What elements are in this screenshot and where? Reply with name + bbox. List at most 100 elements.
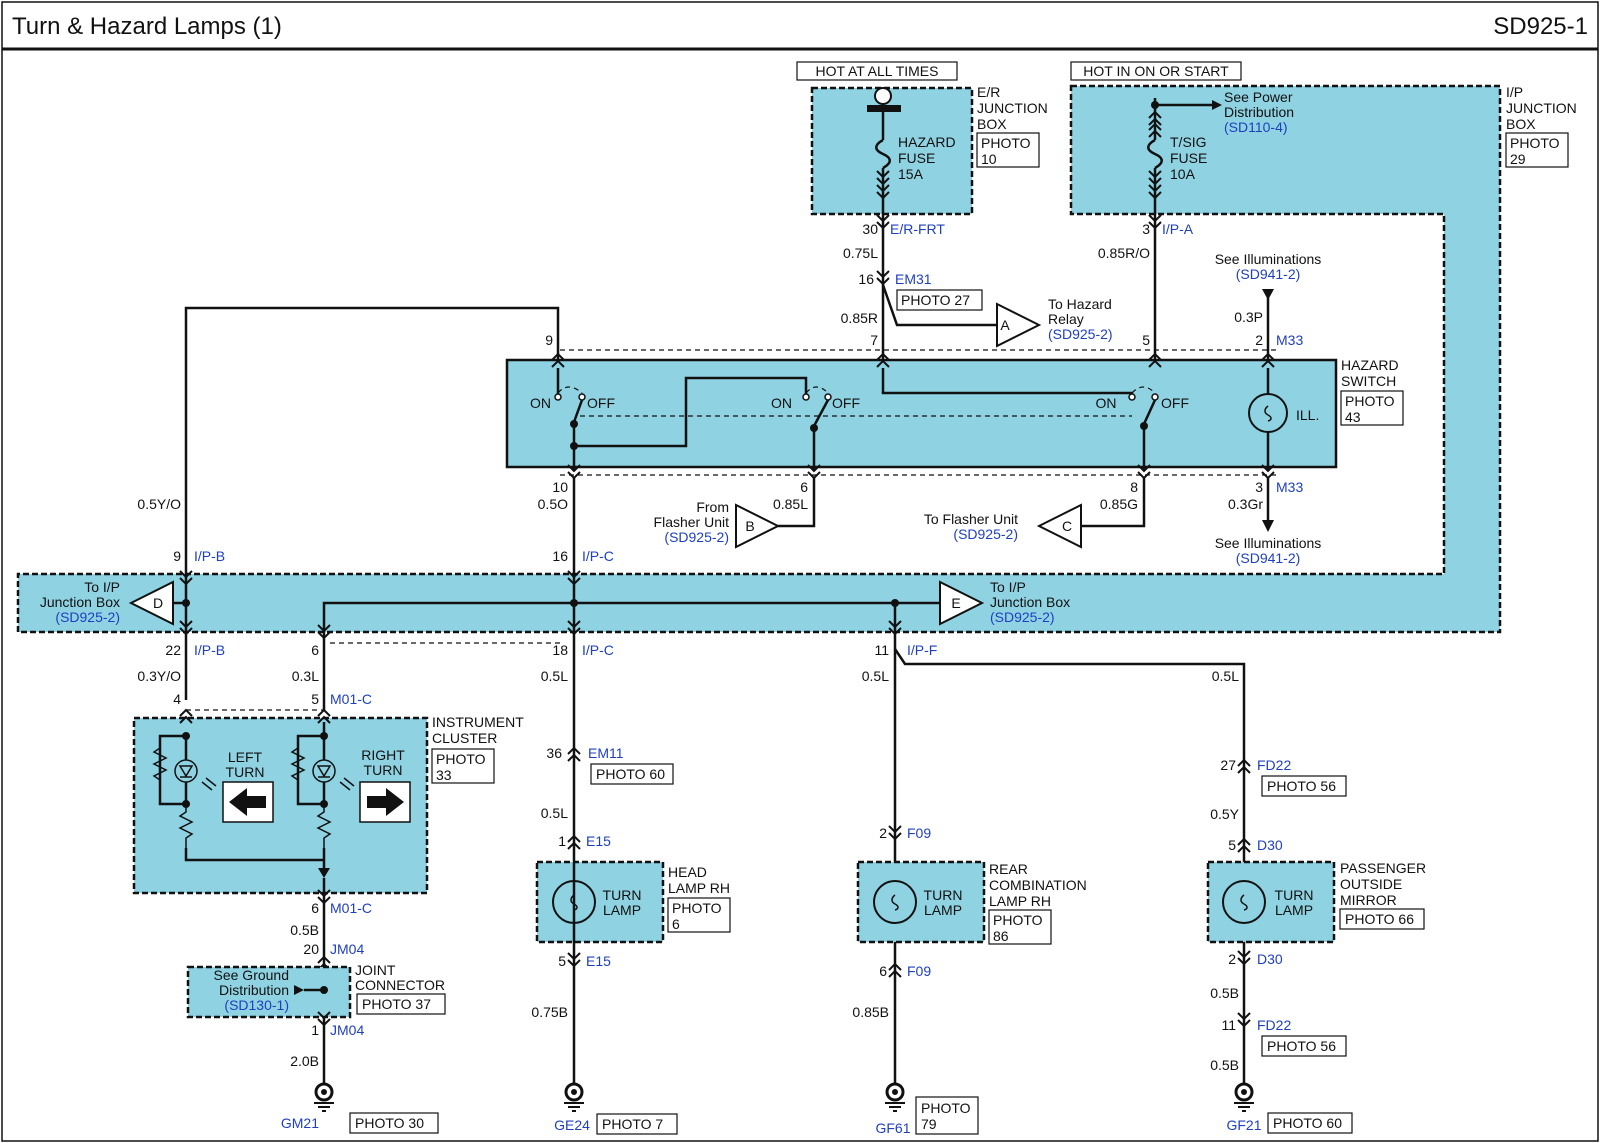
fd22-photo-label-bottom: PHOTO 56	[1267, 1038, 1336, 1054]
pin-5-cluster: 5	[311, 691, 319, 707]
middle-on-label: ON	[771, 395, 792, 411]
er-photo-tag: PHOTO 10	[976, 132, 1040, 168]
joint-connector-label: JOINT CONNECTOR	[355, 962, 445, 993]
joint-photo-label: PHOTO 37	[362, 996, 431, 1012]
pin-5-e15: 5	[558, 953, 566, 969]
conn-m01c-bottom: M01-C	[330, 900, 372, 916]
pin-1-e15: 1	[558, 833, 566, 849]
svg-text:LAMP: LAMP	[1275, 902, 1313, 918]
svg-text:JOINT: JOINT	[355, 962, 396, 978]
svg-text:PHOTO: PHOTO	[1345, 393, 1395, 409]
conn-ipb-top: I/P-B	[194, 548, 225, 564]
pin-5-d30: 5	[1228, 837, 1236, 853]
ref-e-label: To I/P Junction Box (SD925-2)	[990, 579, 1070, 625]
hot-at-all-times-tag	[796, 61, 958, 81]
gf21-photo-tag	[1267, 1112, 1353, 1134]
arrow-down-icon	[1262, 289, 1274, 300]
svg-text:FUSE: FUSE	[898, 150, 935, 166]
mirror-photo-label: PHOTO 66	[1345, 911, 1414, 927]
svg-text:To Flasher Unit: To Flasher Unit	[924, 511, 1018, 527]
hazard-switch-label: HAZARD SWITCH	[1341, 357, 1399, 389]
svg-text:HEAD: HEAD	[668, 864, 707, 880]
svg-text:10A: 10A	[1170, 166, 1196, 182]
ge24-photo-tag	[596, 1113, 678, 1135]
svg-text:29: 29	[1510, 151, 1526, 167]
mirror-photo-tag	[1339, 908, 1425, 930]
hazard-fuse-label: HAZARD FUSE 15A	[898, 134, 956, 182]
ref-a-letter: A	[1000, 317, 1010, 333]
pin-2-d30: 2	[1228, 951, 1236, 967]
svg-text:PASSENGER: PASSENGER	[1340, 860, 1426, 876]
left-led-icon	[174, 759, 198, 783]
conn-ipb-bottom: I/P-B	[194, 642, 225, 658]
wire-color-03gr: 0.3Gr	[1228, 496, 1263, 512]
wire-to-hazard-relay	[881, 284, 997, 327]
conn-jm04-top: JM04	[330, 941, 364, 957]
pin-5: 5	[1142, 332, 1150, 348]
pin-6-ipbus: 6	[311, 642, 319, 658]
ground-gf61-icon	[883, 1082, 907, 1113]
pin-11-ipf: 11	[874, 642, 889, 658]
svg-text:To Hazard: To Hazard	[1048, 296, 1112, 312]
svg-text:Junction Box: Junction Box	[990, 594, 1070, 610]
svg-text:LAMP RH: LAMP RH	[668, 880, 730, 896]
pin-6-switch: 6	[800, 479, 808, 495]
mirror-turn-bulb-icon	[1222, 880, 1266, 924]
see-ground-distribution: See Ground Distribution (SD130-1)	[214, 967, 290, 1013]
conn-d30-top: D30	[1257, 837, 1283, 853]
wire-color-085b: 0.85B	[852, 1004, 889, 1020]
ip-photo-tag: PHOTO 29	[1505, 132, 1569, 168]
conn-f09-top: F09	[907, 825, 931, 841]
svg-text:CLUSTER: CLUSTER	[432, 730, 497, 746]
svg-text:To I/P: To I/P	[990, 579, 1026, 595]
svg-text:Flasher Unit: Flasher Unit	[654, 514, 730, 530]
svg-text:TURN: TURN	[924, 887, 963, 903]
pin-16-em31: 16	[858, 271, 874, 287]
hazard-switch	[505, 358, 1338, 469]
wire-color-05yo: 0.5Y/O	[137, 496, 181, 512]
ref-b-letter: B	[745, 518, 754, 534]
ge24-photo-label: PHOTO 7	[602, 1116, 663, 1132]
cluster-photo-tag: PHOTO 33	[431, 748, 495, 784]
ref-b-triangle	[735, 503, 781, 549]
wire-color-05y: 0.5Y	[1210, 806, 1239, 822]
wire-color-05l-c: 0.5L	[862, 668, 889, 684]
rear-combination-lamp-label: REAR COMBINATION LAMP RH	[989, 861, 1087, 909]
svg-text:PHOTO: PHOTO	[672, 900, 722, 916]
see-illuminations-bottom: See Illuminations (SD941-2)	[1215, 535, 1322, 566]
svg-text:HAZARD: HAZARD	[898, 134, 956, 150]
svg-text:(SD925-2): (SD925-2)	[990, 609, 1055, 625]
conn-m01c-top: M01-C	[330, 691, 372, 707]
left-on-label: ON	[530, 395, 551, 411]
see-power-distribution: See Power Distribution (SD110-4)	[1224, 89, 1294, 135]
svg-text:BOX: BOX	[1506, 116, 1536, 132]
wire-color-05l-d: 0.5L	[1212, 668, 1239, 684]
pin-4: 4	[173, 691, 181, 707]
svg-text:FUSE: FUSE	[1170, 150, 1207, 166]
conn-fd22-bottom: FD22	[1257, 1017, 1291, 1033]
svg-text:(SD130-1): (SD130-1)	[224, 997, 289, 1013]
joint-photo-tag	[356, 993, 446, 1015]
ground-gf21-icon	[1232, 1082, 1256, 1113]
conn-f09-bottom: F09	[907, 963, 931, 979]
svg-text:TURN: TURN	[364, 762, 403, 778]
rear-turn-lamp-label: TURN LAMP	[924, 887, 963, 918]
em11-photo-label: PHOTO 60	[596, 766, 665, 782]
passenger-mirror-label: PASSENGER OUTSIDE MIRROR	[1340, 860, 1426, 908]
conn-ipf: I/P-F	[907, 642, 937, 658]
ill-label: ILL.	[1296, 407, 1319, 423]
hazard-switch-photo-tag: PHOTO 43	[1340, 390, 1404, 426]
ground-ge24-icon	[562, 1082, 586, 1113]
ref-d-label: To I/P Junction Box (SD925-2)	[40, 579, 120, 625]
svg-text:10: 10	[981, 151, 997, 167]
svg-text:TURN: TURN	[603, 887, 642, 903]
ref-d-letter: D	[153, 595, 163, 611]
ref-a-label: To Hazard Relay (SD925-2)	[1048, 296, 1113, 342]
svg-text:From: From	[696, 499, 729, 515]
svg-text:T/SIG: T/SIG	[1170, 134, 1207, 150]
svg-text:OUTSIDE: OUTSIDE	[1340, 876, 1402, 892]
svg-text:MIRROR: MIRROR	[1340, 892, 1397, 908]
rear-lamp-photo-tag: PHOTO 86	[988, 909, 1052, 945]
